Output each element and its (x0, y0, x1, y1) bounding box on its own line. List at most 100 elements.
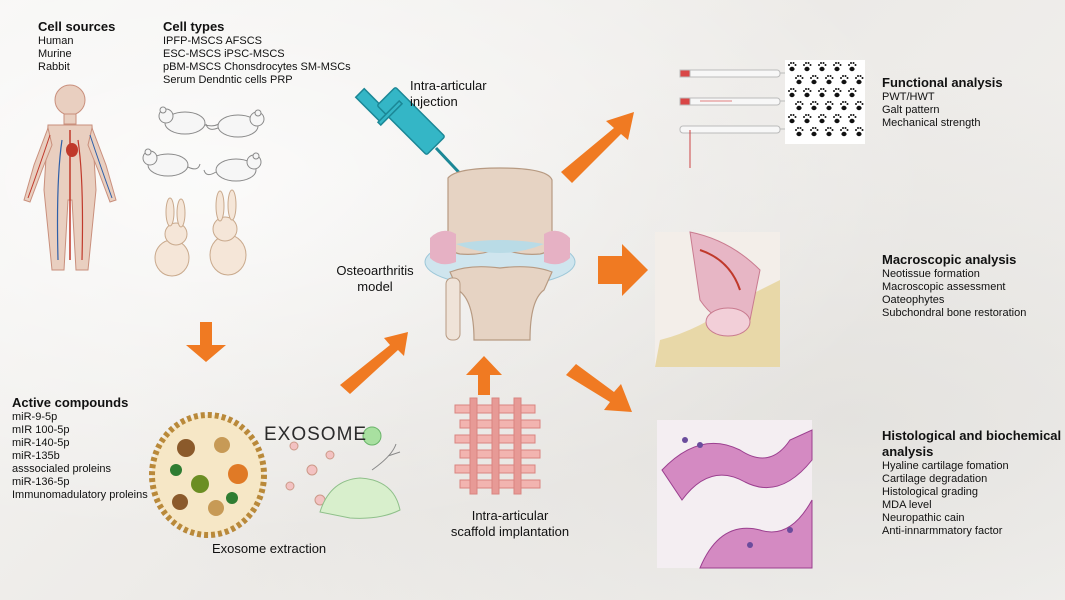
paw-print-icon (810, 101, 819, 111)
arrow-to-functional (561, 112, 634, 183)
syringe-icon (354, 87, 470, 184)
paw-print-icon (795, 101, 804, 111)
cell-source-item: Human (38, 35, 74, 47)
functional-item: PWT/HWT (882, 91, 935, 103)
paw-print-grid (788, 62, 864, 137)
cell-sources-block: Cell sources Human Murine Rabbit (38, 19, 115, 74)
macroscopic-item: Neotissue formation (882, 268, 980, 280)
paw-print-icon (803, 62, 812, 72)
paw-print-icon (855, 75, 864, 85)
arrow-up-right-from-exosome (340, 332, 408, 394)
paw-print-icon (855, 101, 864, 111)
paw-print-icon (848, 114, 857, 124)
compound-item: asssocialed proleins (12, 463, 112, 475)
paw-print-icon (810, 75, 819, 85)
paw-print-icon (818, 114, 827, 124)
paw-print-icon (848, 88, 857, 98)
paw-print-icon (848, 62, 857, 72)
paw-print-icon (833, 88, 842, 98)
functional-item: Galt pattern (882, 104, 940, 116)
oa-model-label: Osteoarthritis model (330, 263, 420, 295)
paw-print-icon (833, 62, 842, 72)
injection-label: Intra-articular injection (410, 78, 487, 110)
macroscopic-item: Macroscopic assessment (882, 281, 1006, 293)
cell-types-block: Cell types IPFP-MSCS AFSCS ESC-MSCS iPSC… (163, 19, 351, 87)
histological-item: Hyaline cartilage fomation (882, 460, 1009, 472)
compound-item: mIR 100-5p (12, 424, 70, 436)
paw-print-icon (795, 127, 804, 137)
paw-print-icon (788, 88, 797, 98)
compound-item: miR-140-5p (12, 437, 70, 449)
exosome-extraction-label: Exosome extraction (212, 541, 327, 556)
paw-print-icon (795, 75, 804, 85)
histological-item: Histological grading (882, 486, 978, 498)
compound-item: miR-9-5p (12, 411, 58, 423)
arrow-up-from-scaffold (466, 356, 502, 395)
macroscopic-item: Oateophytes (882, 294, 945, 306)
paw-print-icon (825, 127, 834, 137)
macroscopic-joint-icon (655, 231, 780, 367)
histological-item: Neuropathic cain (882, 512, 965, 524)
macroscopic-item: Subchondral bone restoration (882, 307, 1027, 319)
macroscopic-analysis-block: Macroscopic analysis Neotissue formation… (882, 252, 1026, 320)
compound-item: miR-135b (12, 450, 60, 462)
scaffold-label-line: scaffold implantation (450, 524, 570, 539)
histology-image-icon (657, 420, 813, 569)
histological-item: Anti-innarmmatory factor (882, 525, 1003, 537)
oa-model-label-line: model (357, 279, 393, 294)
injection-label-line: injection (410, 94, 458, 109)
paw-print-icon (825, 101, 834, 111)
scaffold-label: Intra-articular scaffold implantation (430, 508, 590, 540)
scaffold-label-line: Intra-articular (471, 508, 549, 523)
paw-print-icon (818, 88, 827, 98)
functional-analysis-block: Functional analysis PWT/HWT Galt pattern… (882, 75, 1003, 130)
scaffold-icon (454, 397, 541, 495)
cell-source-item: Rabbit (38, 61, 70, 73)
human-figure-icon (23, 84, 117, 271)
histological-item: MDA level (882, 499, 932, 511)
paw-print-icon (840, 127, 849, 137)
histological-analysis-block: Histological and biochemical analysis Hy… (882, 428, 1061, 538)
cell-type-item: Serum Dendntic cells PRP (163, 74, 293, 86)
arrow-to-histological (566, 364, 632, 412)
injection-label-line: Intra-articular (410, 78, 487, 93)
paw-print-icon (810, 127, 819, 137)
mouse-icon (142, 106, 265, 182)
paw-print-icon (788, 114, 797, 124)
paw-print-icon (825, 75, 834, 85)
arrow-to-macroscopic (598, 244, 648, 296)
arrow-down (186, 322, 226, 362)
paw-print-icon (803, 88, 812, 98)
paw-print-icon (803, 114, 812, 124)
functional-item: Mechanical strength (882, 117, 981, 129)
cell-type-item: IPFP-MSCS AFSCS (163, 35, 263, 47)
compound-item: miR-136-5p (12, 476, 70, 488)
paw-print-icon (855, 127, 864, 137)
functional-analysis-heading: Functional analysis (882, 75, 1003, 90)
histological-analysis-heading-line2: analysis (882, 444, 934, 459)
von-frey-filament-icon (679, 69, 787, 168)
paw-print-icon (840, 75, 849, 85)
active-compounds-heading: Active compounds (12, 395, 129, 410)
cell-sources-heading: Cell sources (38, 19, 116, 34)
exosome-cell-icon (149, 412, 267, 538)
active-compounds-block: Active compounds miR-9-5p mIR 100-5p miR… (12, 395, 148, 502)
exosome-release-icon (285, 426, 401, 519)
paw-print-icon (833, 114, 842, 124)
macroscopic-analysis-heading: Macroscopic analysis (882, 252, 1017, 267)
paw-print-icon (818, 62, 827, 72)
cell-type-item: ESC-MSCS iPSC-MSCS (163, 48, 285, 60)
exosome-label: EXOSOME (264, 424, 368, 445)
oa-model-label-line: Osteoarthritis (336, 263, 414, 278)
knee-joint-icon (424, 167, 576, 341)
rabbit-icon (154, 189, 247, 277)
compound-item: Immunomadulatory proleins (12, 489, 148, 501)
paw-print-icon (840, 101, 849, 111)
histological-item: Cartilage degradation (882, 473, 988, 485)
cell-types-heading: Cell types (163, 19, 225, 34)
histological-analysis-heading: Histological and biochemical (882, 428, 1062, 443)
cell-type-item: pBM-MSCS Chonsdrocytes SM-MSCs (163, 61, 351, 73)
cell-source-item: Murine (38, 48, 72, 60)
paw-print-icon (788, 62, 797, 72)
